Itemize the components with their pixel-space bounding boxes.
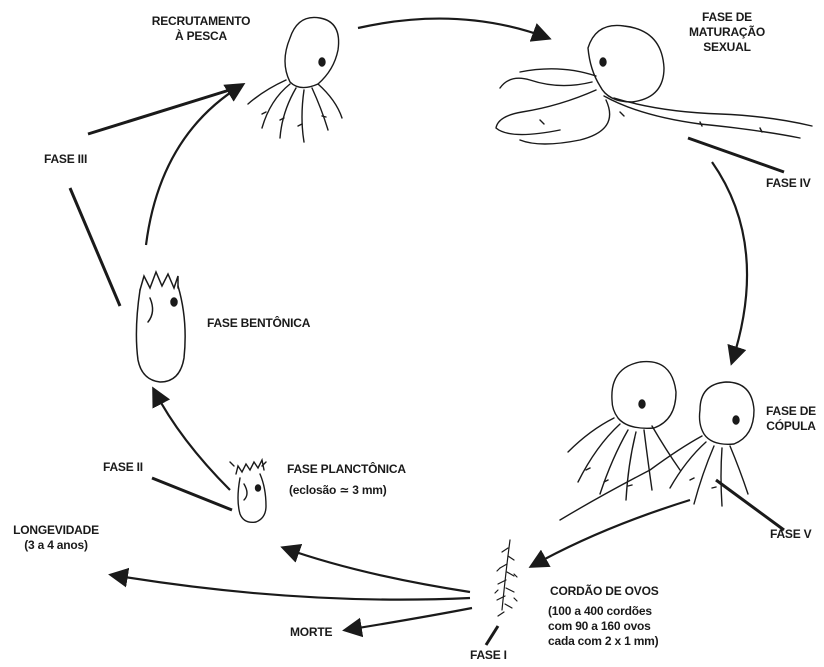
label-maturacao: FASE DE MATURAÇÃO SEXUAL (672, 10, 782, 55)
benthic-juvenile-drawing (136, 272, 185, 382)
label-cordao-detail1: (100 a 400 cordões (548, 604, 658, 619)
label-fase-planctonica: FASE PLANCTÔNICA (287, 462, 406, 477)
label-longevidade-line2: (3 a 4 anos) (6, 538, 106, 553)
label-morte: MORTE (290, 625, 332, 640)
label-longevidade-line1: LONGEVIDADE (6, 523, 106, 538)
label-cordao-detail2: com 90 a 160 ovos (548, 619, 658, 634)
label-fase-bentonica: FASE BENTÔNICA (207, 316, 310, 331)
arrow-recruitment-to-maturation (358, 19, 548, 38)
pointer-fase-v (716, 480, 784, 530)
recruitment-octopus-drawing (248, 17, 342, 142)
arrow-copula-to-egg-strand (532, 500, 690, 566)
copula-octopuses-drawing (560, 362, 754, 520)
label-cordao: CORDÃO DE OVOS (550, 584, 659, 599)
label-recrutamento: RECRUTAMENTO À PESCA (146, 14, 256, 44)
pointer-fase-iv (688, 138, 784, 172)
label-copula-line1: FASE DE (758, 404, 824, 419)
label-cordao-detail: (100 a 400 cordões com 90 a 160 ovos cad… (548, 604, 658, 649)
pointer-fase-iii-lower (70, 188, 120, 306)
planktonic-hatchling-drawing (230, 460, 266, 522)
egg-strand-drawing (495, 540, 517, 616)
label-eclosao: (eclosão ≃ 3 mm) (289, 483, 387, 498)
arrow-benthic-to-recruitment (146, 85, 242, 245)
label-maturacao-line1: FASE DE (672, 10, 782, 25)
label-maturacao-line3: SEXUAL (672, 40, 782, 55)
arrow-maturation-to-copula (712, 162, 747, 362)
label-longevidade: LONGEVIDADE (3 a 4 anos) (6, 523, 106, 553)
label-fase-i: FASE I (470, 648, 507, 663)
label-recrutamento-line1: RECRUTAMENTO (146, 14, 256, 29)
label-fase-iii: FASE III (44, 152, 87, 167)
label-fase-ii: FASE II (103, 460, 143, 475)
pointer-fase-i (486, 626, 498, 645)
label-maturacao-line2: MATURAÇÃO (672, 25, 782, 40)
arrow-egg-strand-to-planktonic (284, 548, 470, 592)
pointer-fase-ii (152, 478, 232, 510)
label-cordao-detail3: cada com 2 x 1 mm) (548, 634, 658, 649)
arrow-to-death (346, 608, 472, 630)
label-fase-v: FASE V (770, 527, 811, 542)
label-fase-iv: FASE IV (766, 176, 811, 191)
pointer-fase-iii-upper (88, 88, 236, 134)
arrow-to-longevity (112, 575, 470, 600)
label-recrutamento-line2: À PESCA (146, 29, 256, 44)
label-copula: FASE DE CÓPULA (758, 404, 824, 434)
label-copula-line2: CÓPULA (758, 419, 824, 434)
arrow-planktonic-to-benthic (154, 390, 230, 490)
